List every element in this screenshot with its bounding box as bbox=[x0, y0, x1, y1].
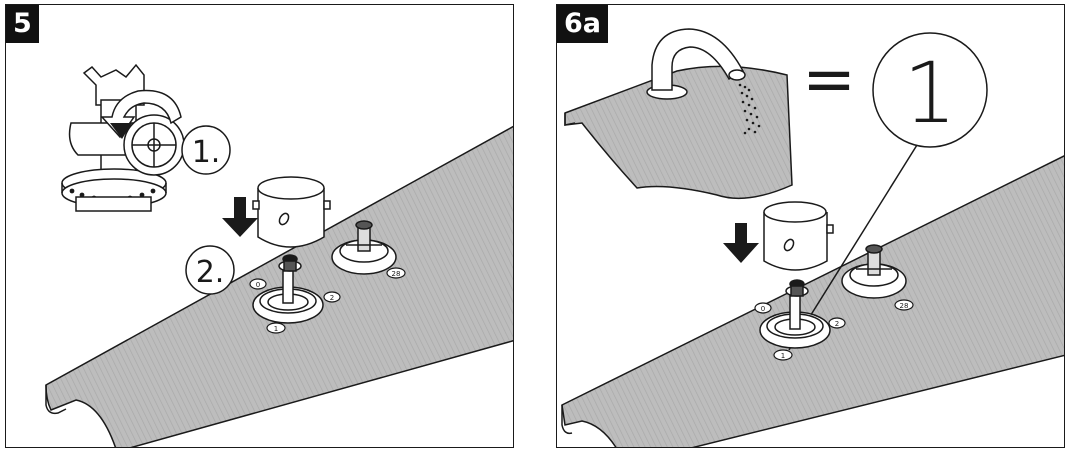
svg-text:0: 0 bbox=[761, 305, 765, 313]
valve-adapter-ports-right: 28 bbox=[386, 267, 406, 279]
svg-text:2: 2 bbox=[835, 320, 839, 328]
flow-setting-callout: 1 bbox=[872, 32, 988, 148]
shut-off-valve-illustration bbox=[61, 63, 185, 212]
callout-1-label: 1. bbox=[192, 135, 221, 170]
valve-adapter-open bbox=[759, 279, 831, 349]
valve-adapter-open bbox=[252, 254, 324, 324]
faucet-icon bbox=[646, 28, 746, 100]
callout-1: 1. bbox=[181, 125, 231, 175]
svg-text:2: 2 bbox=[330, 294, 334, 302]
valve-adapter-ports-right: 28 bbox=[894, 299, 914, 311]
valve-adapter-installed bbox=[331, 220, 397, 275]
rotation-arrow-icon bbox=[100, 89, 182, 139]
step-number-badge: 6a bbox=[557, 5, 609, 43]
flow-setting-number: 1 bbox=[903, 44, 956, 142]
step-number-badge: 5 bbox=[6, 5, 39, 43]
step-6a-panel: 6a = 1 bbox=[556, 4, 1065, 448]
step-6a-illustration: = 1 bbox=[561, 28, 1064, 447]
thermal-actuator bbox=[252, 176, 331, 248]
valve-adapter-ports-left: 0 2 1 bbox=[249, 278, 341, 334]
din-rail bbox=[561, 155, 1064, 447]
valve-adapter-ports-left: 0 2 1 bbox=[754, 302, 846, 361]
equals-sign: = bbox=[802, 43, 856, 117]
callout-2: 2. bbox=[185, 245, 235, 295]
svg-text:1: 1 bbox=[274, 325, 278, 333]
valve-adapter-installed bbox=[841, 244, 907, 299]
callout-2-label: 2. bbox=[196, 255, 225, 290]
step-5-illustration: 1. 2. 0 bbox=[45, 63, 513, 447]
svg-text:1: 1 bbox=[781, 352, 785, 360]
step-5-panel: 5 bbox=[5, 4, 514, 448]
svg-text:28: 28 bbox=[392, 270, 401, 278]
svg-text:0: 0 bbox=[256, 281, 260, 289]
water-spray-icon bbox=[738, 83, 761, 135]
down-arrow-icon bbox=[723, 223, 759, 263]
svg-text:28: 28 bbox=[900, 302, 909, 310]
thermal-actuator bbox=[763, 201, 834, 271]
down-arrow-icon bbox=[222, 197, 258, 237]
